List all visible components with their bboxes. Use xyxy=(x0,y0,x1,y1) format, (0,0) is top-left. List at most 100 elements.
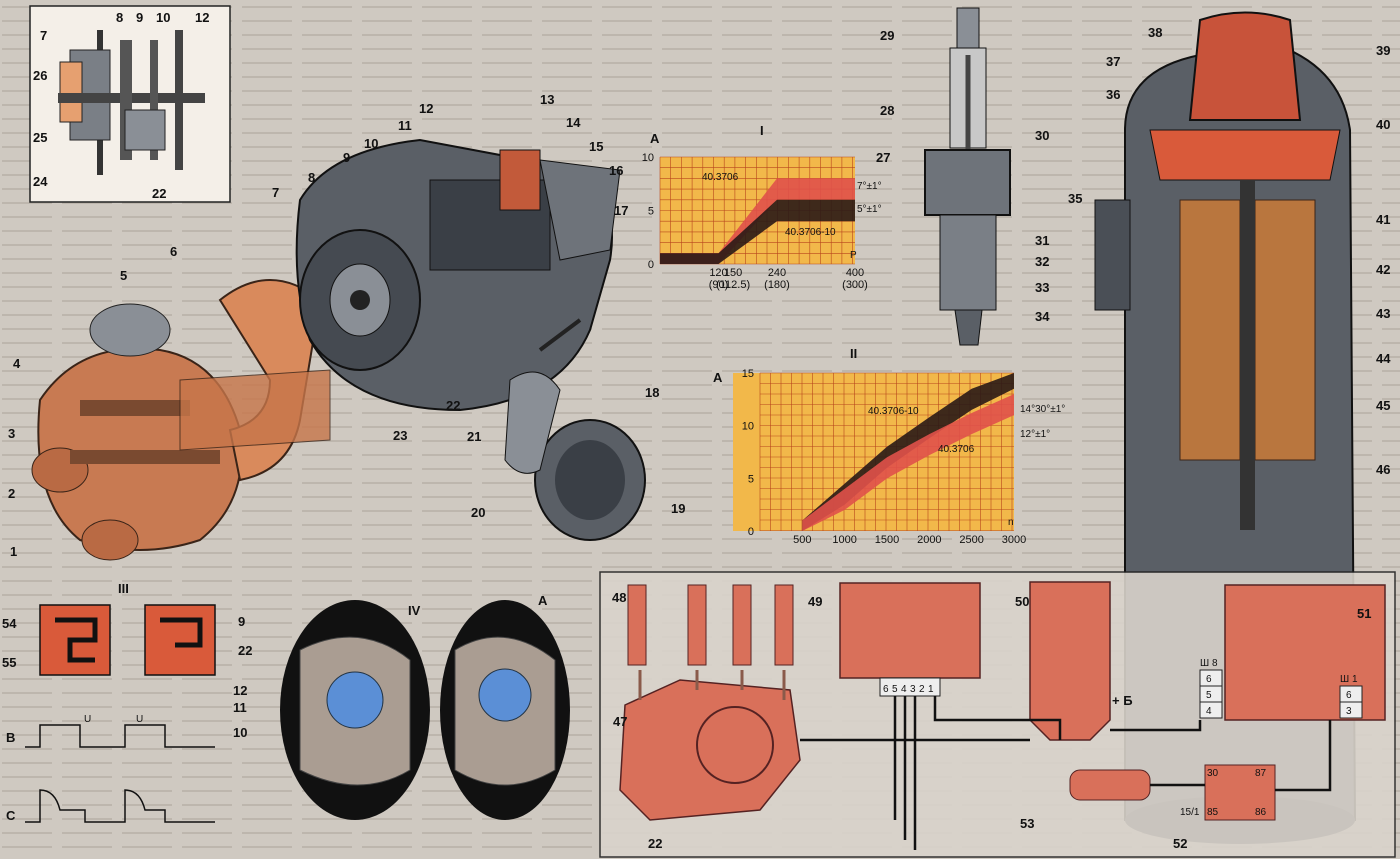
callout-8: 8 xyxy=(116,10,123,25)
callout-14: 14 xyxy=(566,115,581,130)
callout-10: 10 xyxy=(156,10,170,25)
plus-b-terminal: + Б xyxy=(1112,693,1133,708)
signal-U-label-2: U xyxy=(136,714,143,725)
control-unit-49-pins: 6 5 4 3 2 1 xyxy=(883,684,934,695)
callout-10: 10 xyxy=(233,725,247,740)
section-V-wiring: V 6 5 4 3 2 1 + Б Ш 8 6 5 4 xyxy=(599,571,1396,858)
unit-51-pin: 3 xyxy=(1346,706,1352,717)
control-unit-49 xyxy=(839,582,981,679)
callout-22: 22 xyxy=(238,643,252,658)
callout-39: 39 xyxy=(1376,43,1390,58)
section-IV-label: IV xyxy=(408,603,421,618)
section-B-label: B xyxy=(6,730,15,745)
y-tick-label: 0 xyxy=(648,259,654,271)
callout-7: 7 xyxy=(272,185,279,200)
callout-17: 17 xyxy=(614,203,628,218)
x-tick-label: 400 xyxy=(846,267,864,279)
callout-12: 12 xyxy=(195,10,209,25)
x-tick-sublabel: (112.5) xyxy=(716,279,750,291)
series-label: 40.3706 xyxy=(702,172,739,183)
relay-pin: 85 xyxy=(1207,807,1219,818)
callout-43: 43 xyxy=(1376,306,1390,321)
callout-29: 29 xyxy=(880,28,894,43)
callout-41: 41 xyxy=(1376,212,1390,227)
relay-52 xyxy=(1204,764,1276,821)
x-tick-label: 2500 xyxy=(959,534,983,546)
unit-51-pin: 5 xyxy=(1206,690,1212,701)
series-annotation: 5°±1° xyxy=(857,204,882,215)
control-unit-49-connector xyxy=(879,677,941,697)
ecu-pin: 3 xyxy=(910,684,916,695)
spark-plug-illustration xyxy=(924,7,1011,346)
sensor-53 xyxy=(1069,769,1151,801)
callout-24: 24 xyxy=(33,174,48,189)
callout-21: 21 xyxy=(467,429,481,444)
callout-53: 53 xyxy=(1020,816,1034,831)
chart-I-xlabel: P xyxy=(850,250,857,261)
distributor-section-inset xyxy=(29,5,231,203)
callout-34: 34 xyxy=(1035,309,1050,324)
callout-12: 12 xyxy=(419,101,433,116)
wiring-harness xyxy=(800,696,1332,850)
callout-22: 22 xyxy=(152,186,166,201)
series-annotation: 7°±1° xyxy=(857,181,882,192)
callout-20: 20 xyxy=(471,505,485,520)
unit-51-pin: 4 xyxy=(1206,706,1212,717)
callout-16: 16 xyxy=(609,163,623,178)
unit-51-pin: 6 xyxy=(1206,674,1212,685)
callout-1: 1 xyxy=(10,544,17,559)
signal-U-label-1: U xyxy=(84,714,91,725)
chart-I-ylabel: A xyxy=(650,131,660,146)
x-tick-label: 3000 xyxy=(1002,534,1026,546)
section-III: III B U U C xyxy=(6,581,216,823)
series-band xyxy=(802,394,1014,531)
series-label: 40.3706 xyxy=(938,444,975,455)
callout-3: 3 xyxy=(8,426,15,441)
x-tick-sublabel: (90) xyxy=(709,279,729,291)
y-tick-label: 5 xyxy=(748,473,754,485)
x-tick-sublabel: (300) xyxy=(842,279,868,291)
relay-pin: 86 xyxy=(1255,807,1267,818)
x-tick-label: 500 xyxy=(793,534,811,546)
callout-52: 52 xyxy=(1173,836,1187,851)
x-tick-label: 120 xyxy=(709,267,727,279)
y-tick-label: 0 xyxy=(748,526,754,538)
callout-6: 6 xyxy=(170,244,177,259)
unit-51-pin: 6 xyxy=(1346,690,1352,701)
callout-26: 26 xyxy=(33,68,47,83)
ecu-pin: 1 xyxy=(928,684,934,695)
callout-2: 2 xyxy=(8,486,15,501)
callout-11: 11 xyxy=(398,118,412,133)
callout-9: 9 xyxy=(136,10,143,25)
ecu-pin: 2 xyxy=(919,684,925,695)
callout-7: 7 xyxy=(40,28,47,43)
ecu-pin: 4 xyxy=(901,684,907,695)
callout-49: 49 xyxy=(808,594,822,609)
callout-23: 23 xyxy=(393,428,407,443)
distributor-body-illustration xyxy=(295,138,621,412)
spark-plug-leads xyxy=(627,584,794,666)
x-tick-label: 240 xyxy=(768,267,786,279)
rotor-illustration xyxy=(179,279,331,482)
callout-46: 46 xyxy=(1376,462,1390,477)
callout-12: 12 xyxy=(233,683,247,698)
callout-9: 9 xyxy=(343,150,350,165)
x-tick-label: 150 xyxy=(724,267,742,279)
unit-51-pin: Ш 8 xyxy=(1200,658,1218,669)
callout-54: 54 xyxy=(2,616,17,631)
callout-11: 11 xyxy=(233,700,247,715)
callout-22: 22 xyxy=(648,836,662,851)
callout-5: 5 xyxy=(120,268,127,283)
y-tick-label: 10 xyxy=(742,421,754,433)
callout-8: 8 xyxy=(308,170,315,185)
ecu-pin: 6 xyxy=(883,684,889,695)
callout-42: 42 xyxy=(1376,262,1390,277)
y-tick-label: 15 xyxy=(742,368,754,380)
chart-II-ylabel: A xyxy=(713,370,723,385)
series-label: 40.3706-10 xyxy=(868,406,919,417)
x-tick-label: 1500 xyxy=(875,534,899,546)
x-tick-sublabel: (180) xyxy=(764,279,790,291)
callout-15: 15 xyxy=(589,139,603,154)
